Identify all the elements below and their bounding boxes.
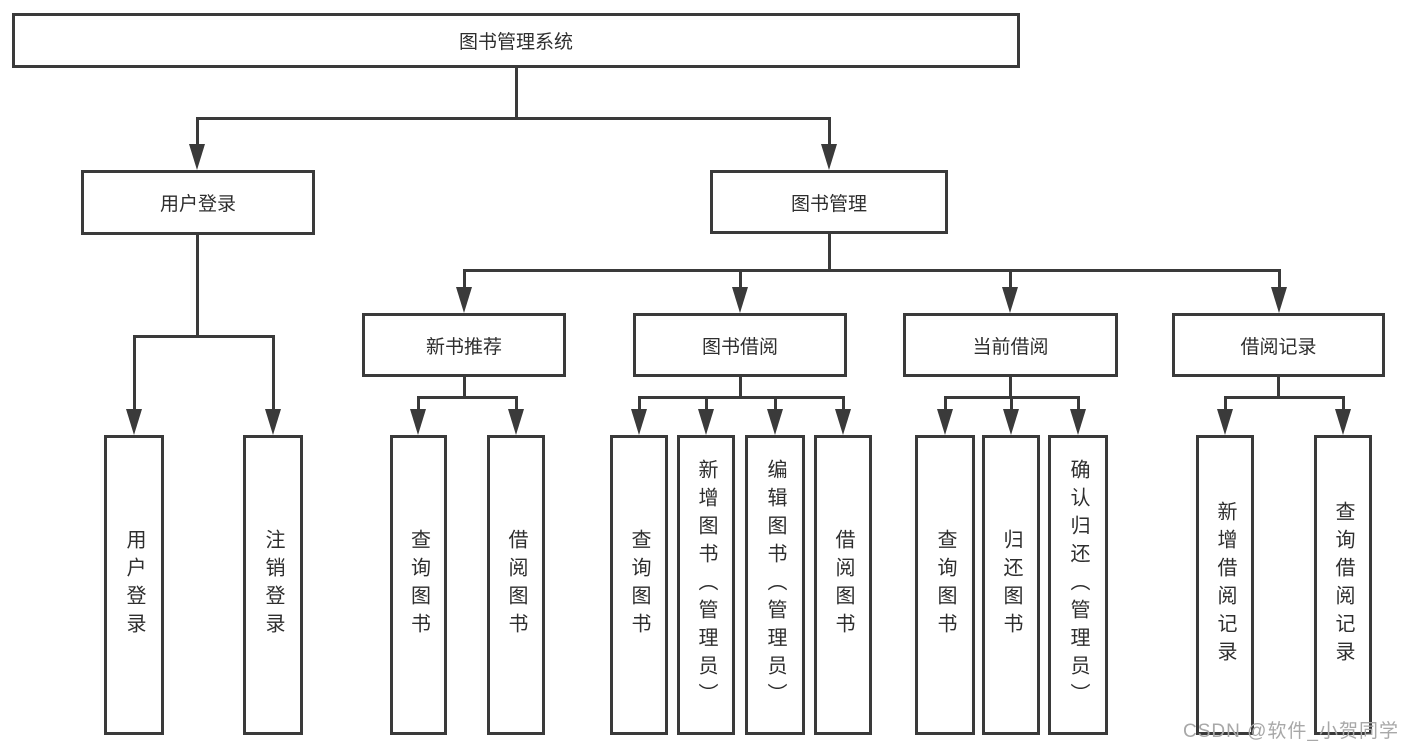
- connector-arrow: [508, 409, 524, 435]
- node-book-management: 图书管理: [710, 170, 948, 234]
- connector-line: [828, 234, 831, 272]
- connector-arrow: [1003, 409, 1019, 435]
- leaf-records-query-record: 查询借阅记录: [1314, 435, 1372, 735]
- connector-line: [196, 235, 199, 336]
- connector-arrow: [821, 144, 837, 170]
- csdn-watermark: CSDN @软件_小贺同学: [1183, 721, 1399, 742]
- connector-line: [1342, 396, 1345, 411]
- connector-arrow: [456, 287, 472, 313]
- connector-line: [515, 396, 518, 411]
- connector-arrow: [698, 409, 714, 435]
- connector-line: [638, 396, 641, 411]
- node-borrowing-records: 借阅记录: [1172, 313, 1385, 377]
- leaf-current-query-books: 查询图书: [915, 435, 975, 735]
- connector-line: [133, 335, 136, 411]
- leaf-current-confirm-return-admin: 确认归还（管理员）: [1048, 435, 1108, 735]
- connector-line: [1277, 377, 1280, 398]
- leaf-borrowing-edit-books-admin: 编辑图书（管理员）: [745, 435, 805, 735]
- connector-line: [739, 269, 742, 289]
- connector-arrow: [126, 409, 142, 435]
- connector-arrow: [1002, 287, 1018, 313]
- connector-arrow: [631, 409, 647, 435]
- node-book-borrowing: 图书借阅: [633, 313, 847, 377]
- leaf-borrowing-query-books: 查询图书: [610, 435, 668, 735]
- connector-line: [197, 117, 831, 120]
- connector-line: [705, 396, 708, 411]
- node-current-borrowing: 当前借阅: [903, 313, 1118, 377]
- connector-arrow: [189, 144, 205, 170]
- leaf-logout: 注销登录: [243, 435, 303, 735]
- connector-arrow: [410, 409, 426, 435]
- leaf-borrowing-borrow-books: 借阅图书: [814, 435, 872, 735]
- connector-line: [515, 68, 518, 118]
- connector-line: [463, 377, 466, 398]
- connector-line: [638, 396, 844, 399]
- connector-arrow: [732, 287, 748, 313]
- connector-line: [463, 269, 466, 289]
- node-user-login: 用户登录: [81, 170, 315, 235]
- connector-arrow: [1070, 409, 1086, 435]
- connector-line: [842, 396, 845, 411]
- connector-line: [774, 396, 777, 411]
- leaf-current-return-books: 归还图书: [982, 435, 1040, 735]
- leaf-user-login: 用户登录: [104, 435, 164, 735]
- connector-line: [1010, 396, 1013, 411]
- node-new-book-recommendation: 新书推荐: [362, 313, 566, 377]
- node-root: 图书管理系统: [12, 13, 1020, 68]
- connector-arrow: [835, 409, 851, 435]
- leaf-records-add-record: 新增借阅记录: [1196, 435, 1254, 735]
- connector-line: [944, 396, 947, 411]
- connector-arrow: [1271, 287, 1287, 313]
- connector-arrow: [937, 409, 953, 435]
- connector-line: [1009, 377, 1012, 398]
- connector-line: [1278, 269, 1281, 289]
- connector-line: [272, 335, 275, 411]
- leaf-borrowing-add-books-admin: 新增图书（管理员）: [677, 435, 735, 735]
- connector-line: [417, 396, 420, 411]
- leaf-recommend-query-books: 查询图书: [390, 435, 447, 735]
- connector-arrow: [1335, 409, 1351, 435]
- connector-line: [1077, 396, 1080, 411]
- connector-line: [739, 377, 742, 398]
- connector-line: [417, 396, 517, 399]
- leaf-recommend-borrow-books: 借阅图书: [487, 435, 545, 735]
- connector-line: [464, 269, 1281, 272]
- connector-arrow: [767, 409, 783, 435]
- connector-line: [1009, 269, 1012, 289]
- connector-line: [1224, 396, 1227, 411]
- connector-line: [196, 117, 199, 146]
- connector-arrow: [265, 409, 281, 435]
- connector-line: [828, 117, 831, 146]
- connector-line: [133, 335, 275, 338]
- connector-arrow: [1217, 409, 1233, 435]
- connector-line: [1224, 396, 1344, 399]
